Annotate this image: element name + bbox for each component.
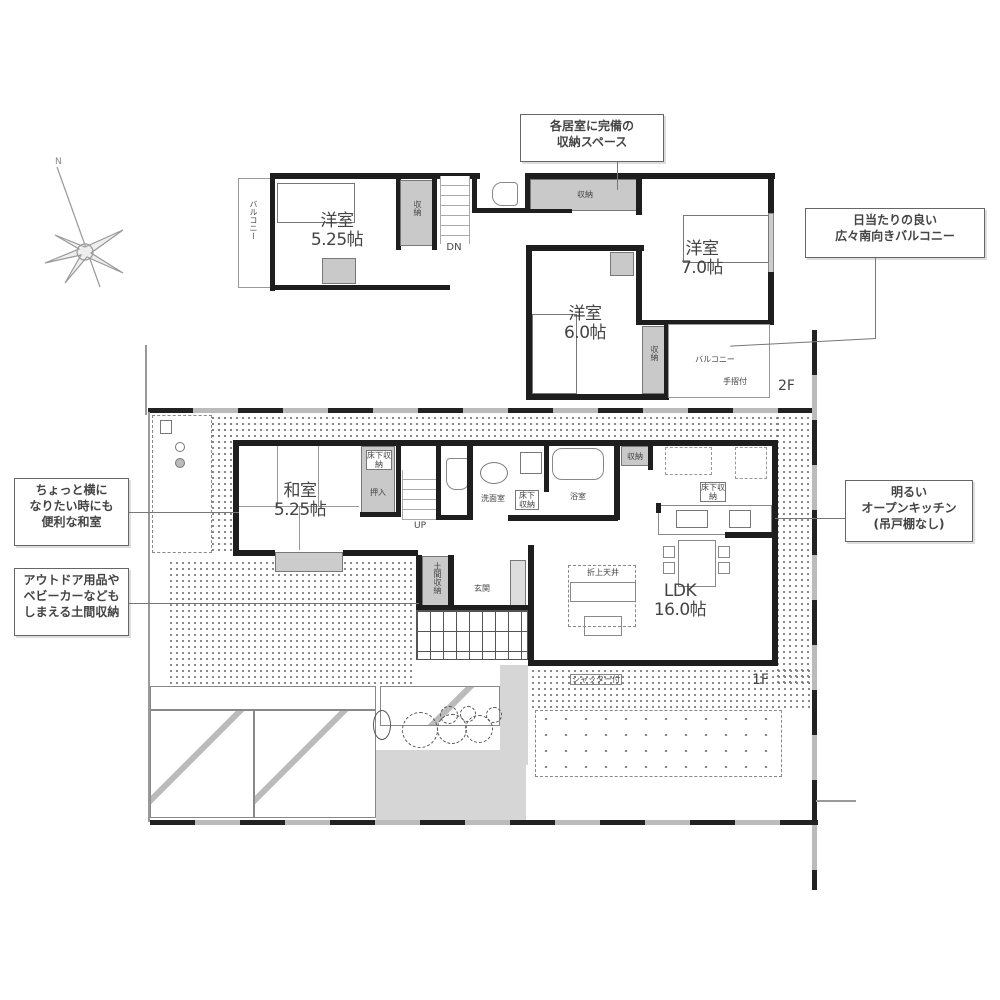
coffee-table-icon: [584, 616, 622, 636]
floor-label-1f: 1F: [752, 672, 769, 688]
chair-icon: [663, 562, 675, 574]
bathroom-label: 浴室: [570, 492, 586, 501]
room-japanese: 和室 5.25帖: [255, 482, 345, 520]
room-size: 7.0帖: [680, 258, 724, 278]
washbasin-icon: [480, 462, 508, 484]
chair-icon: [718, 546, 730, 558]
cupboard-space: [735, 447, 767, 479]
sink-icon: [676, 510, 708, 528]
callout-japanese-room: ちょっと横に なりたい時にも 便利な和室: [14, 478, 129, 546]
kitchen-counter: [658, 505, 772, 535]
south-balcony-label: バルコニー: [695, 355, 735, 364]
earthen-storage: [422, 556, 450, 606]
storage-room-a: [400, 180, 434, 246]
stove-icon: [729, 510, 751, 528]
shutter-label: シャッター付: [570, 674, 622, 685]
room-ldk: LDK 16.0帖: [640, 582, 720, 620]
desk-icon: [610, 252, 634, 276]
parking-space-2: [254, 710, 376, 818]
raised-ceiling-label: 折上天井: [587, 568, 619, 577]
room-name: LDK: [663, 581, 697, 601]
bed-icon: [683, 215, 769, 263]
room-name: 洋室: [320, 211, 355, 231]
underfloor-storage-label: 床下収納: [366, 450, 392, 470]
site-boundary-east: [812, 330, 817, 890]
room-western-a: 洋室 5.25帖: [292, 212, 382, 250]
pantry-label: 収納: [627, 452, 643, 461]
washer-icon: [520, 452, 542, 474]
stairs-down-label: DN: [446, 242, 462, 253]
room-name: 洋室: [568, 304, 603, 324]
site-boundary-north: [148, 408, 816, 413]
paved-area-west: [210, 415, 235, 555]
compass-rose-icon: [44, 166, 124, 288]
sofa-icon: [570, 582, 636, 602]
floor-label-2f: 2F: [778, 378, 795, 394]
room-western-c: 洋室 6.0帖: [545, 305, 625, 343]
fridge-space: [665, 447, 712, 475]
tree-icon: [440, 706, 458, 724]
storage-room-b: [530, 179, 638, 211]
bed-icon: [532, 314, 577, 394]
desk-icon: [322, 258, 356, 284]
bed-icon: [277, 183, 355, 223]
washroom-label: 洗面室: [481, 494, 505, 503]
storage-label: 収納: [413, 200, 422, 216]
callout-kitchen: 明るい オープンキッチン (吊戸棚なし): [845, 480, 973, 542]
closet-label: 押入: [370, 488, 386, 497]
stairs-up-label: UP: [413, 521, 426, 531]
shrub-icon: [373, 710, 391, 740]
paved-area-east: [775, 415, 810, 685]
chair-icon: [663, 546, 675, 558]
site-boundary-south: [150, 820, 818, 825]
shoe-cabinet: [510, 560, 526, 607]
entrance-label: 玄関: [474, 584, 490, 593]
staircase-2f: [440, 176, 470, 244]
chair-icon: [718, 562, 730, 574]
tree-icon: [460, 706, 476, 722]
toilet-icon: [492, 182, 518, 206]
staircase-1f: [402, 470, 438, 520]
utility-area: [152, 415, 212, 553]
bathtub-icon: [552, 448, 604, 480]
underfloor-storage-label: 床下収納: [700, 482, 726, 502]
compass-rose: N: [35, 155, 135, 295]
parking-space-1: [150, 710, 254, 818]
room-name: 洋室: [685, 239, 720, 259]
earthen-storage-label: 土間収納: [433, 562, 442, 594]
tatami-grid: [239, 446, 359, 550]
storage-label: 収納: [577, 190, 593, 199]
dining-table: [678, 540, 716, 587]
lawn-area: [535, 710, 782, 777]
tree-icon: [465, 715, 493, 743]
callout-balcony: 日当たりの良い 広々南向きバルコニー: [805, 208, 985, 258]
south-balcony: [668, 324, 770, 398]
room-size: 5.25帖: [273, 500, 327, 520]
room-size: 5.25帖: [310, 230, 364, 250]
west-balcony-label: バルコニー: [249, 200, 258, 240]
underfloor-storage-label: 床下収納: [515, 490, 539, 510]
room-name: 和室: [283, 481, 318, 501]
callout-storage: 各居室に完備の 収納スペース: [520, 114, 664, 162]
room-western-b: 洋室 7.0帖: [662, 240, 742, 278]
callout-earthen-storage: アウトドア用品や ベビーカーなども しまえる土間収納: [14, 568, 129, 636]
west-balcony: [238, 178, 271, 288]
room-size: 6.0帖: [563, 323, 607, 343]
paved-area-north: [210, 415, 780, 440]
handrail-label: 手摺付: [723, 377, 747, 386]
tree-icon: [486, 707, 502, 723]
tree-icon: [402, 712, 438, 748]
entrance-porch: [416, 610, 528, 660]
storage-label: 収納: [650, 345, 659, 361]
north-label: N: [55, 157, 62, 167]
room-size: 16.0帖: [653, 600, 707, 620]
parking-paving: [168, 560, 416, 685]
